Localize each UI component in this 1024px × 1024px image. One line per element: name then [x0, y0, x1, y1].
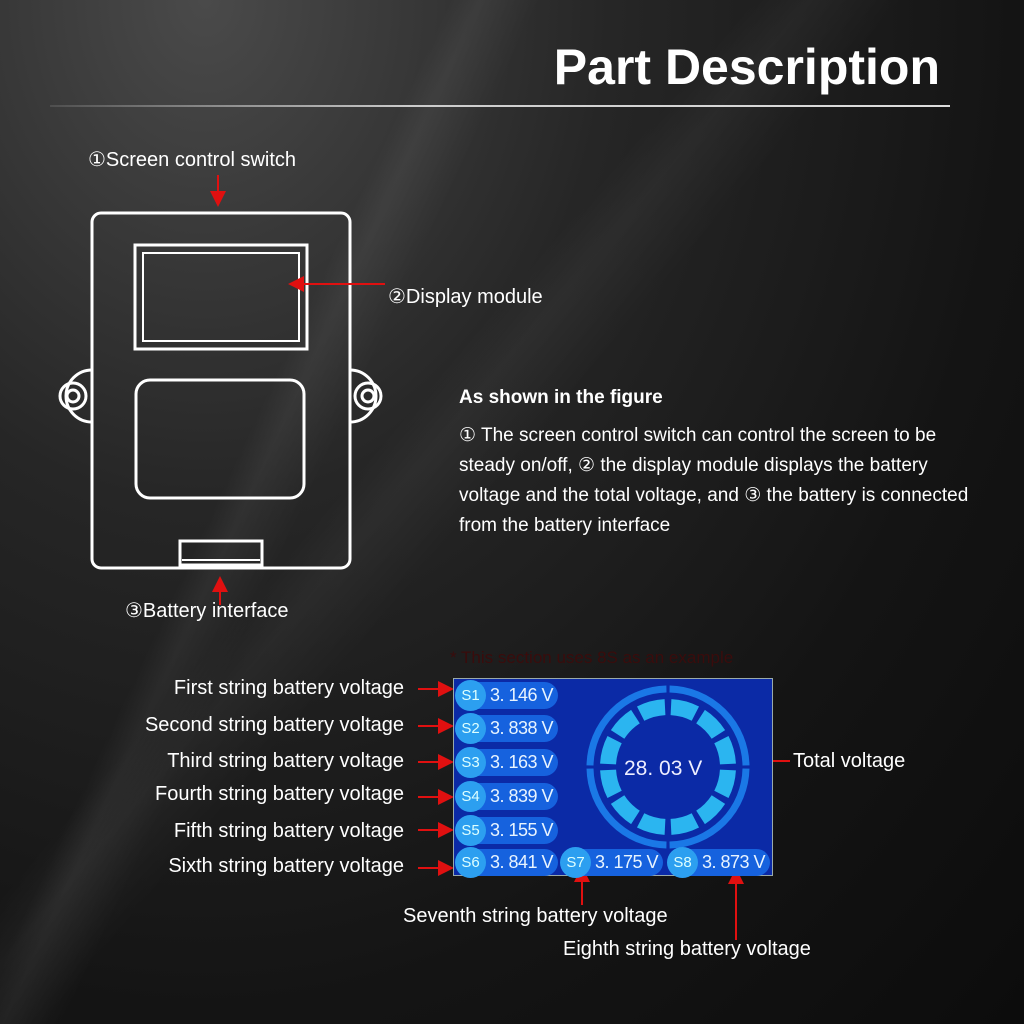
description-heading: As shown in the figure [459, 387, 663, 408]
title-divider [50, 105, 950, 107]
cell-voltage: 3. 146 V [490, 685, 554, 705]
cell-id: S5 [455, 815, 486, 846]
callout-display-module: ②Display module [388, 286, 543, 308]
inner-ring-segment [636, 699, 666, 721]
label-string-2: Second string battery voltage [144, 714, 404, 736]
inner-ring-segment [670, 699, 700, 721]
cell-id: S4 [455, 781, 486, 812]
battery-interface [178, 539, 264, 567]
cell-voltage: 3. 163 V [490, 752, 554, 772]
page-title: Part Description [553, 39, 940, 95]
cell-voltage: 3. 155 V [490, 820, 554, 840]
inner-ring-segment [636, 813, 666, 835]
outer-ring-segment [669, 768, 750, 849]
inner-ring-segment [695, 709, 726, 740]
total-voltage: 28. 03 V [624, 757, 703, 780]
label-total-voltage: Total voltage [793, 750, 906, 772]
label-string-8: Eighth string battery voltage [563, 938, 811, 960]
label-string-3: Third string battery voltage [167, 750, 404, 772]
device-outline [58, 211, 383, 570]
callout-arrows [210, 175, 790, 940]
label-string-1: First string battery voltage [173, 677, 404, 699]
inner-ring-segment [610, 709, 641, 740]
label-string-5: Fifth string battery voltage [173, 820, 404, 842]
inner-ring-segment [670, 813, 700, 835]
inner-ring-segment [610, 794, 641, 825]
outer-ring-segment [669, 685, 750, 766]
description-body: ① The screen control switch can control … [459, 425, 969, 536]
cell-id: S2 [455, 713, 486, 744]
voltage-ring [586, 685, 750, 849]
inner-ring-segment [714, 769, 736, 799]
cell-voltage: 3. 175 V [595, 852, 659, 872]
inner-ring-segment [600, 769, 622, 799]
outer-ring-segment [586, 768, 667, 849]
inner-ring-segment [600, 735, 622, 765]
outer-ring-segment [586, 685, 667, 766]
label-string-6: Sixth string battery voltage [168, 855, 404, 877]
example-note: * This section uses 8S as an example [450, 648, 734, 667]
display-module [133, 243, 309, 351]
cell-voltage: 3. 873 V [702, 852, 766, 872]
inner-ring-segment [714, 735, 736, 765]
cell-id: S7 [560, 847, 591, 878]
cell-id: S3 [455, 747, 486, 778]
label-string-4: Fourth string battery voltage [154, 783, 404, 805]
cell-voltage: 3. 841 V [490, 852, 554, 872]
cell-id: S8 [667, 847, 698, 878]
cell-voltage: 3. 839 V [490, 786, 554, 806]
callout-screen-switch: ①Screen control switch [88, 149, 297, 171]
callout-battery-interface: ③Battery interface [125, 600, 289, 622]
inner-ring-segment [695, 794, 726, 825]
cell-id: S1 [455, 680, 486, 711]
label-string-7: Seventh string battery voltage [403, 905, 668, 927]
cell-voltage: 3. 838 V [490, 718, 554, 738]
cell-id: S6 [455, 847, 486, 878]
